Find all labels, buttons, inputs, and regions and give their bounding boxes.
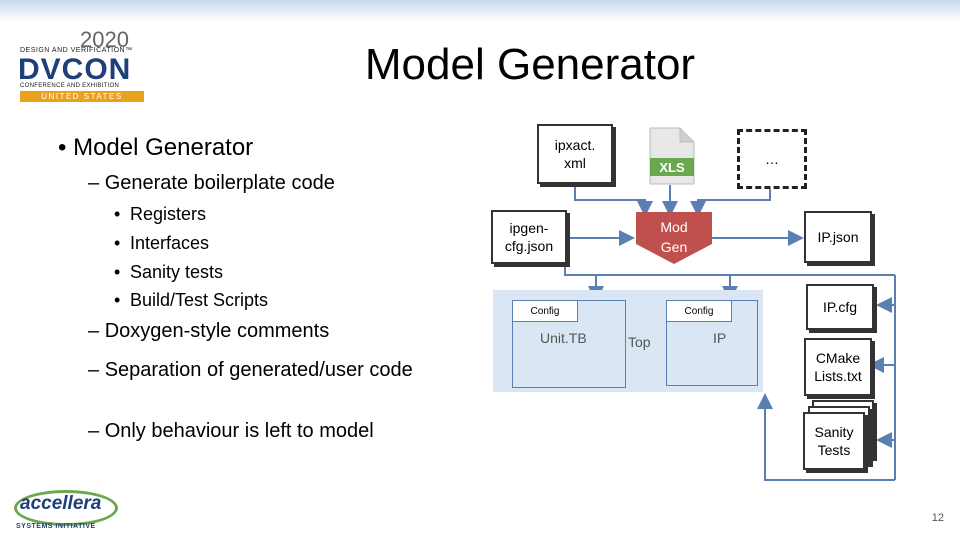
xls-label: XLS xyxy=(659,160,685,175)
unit-tb-box xyxy=(512,300,626,388)
sub-bullet-interfaces: Interfaces xyxy=(114,233,209,254)
top-gradient-bar xyxy=(0,0,960,22)
xls-file-icon: XLS xyxy=(649,127,695,185)
logo-line1: DESIGN AND VERIFICATION™ xyxy=(20,47,133,54)
logo-name: DVCON xyxy=(18,53,132,86)
arrow-to-tb xyxy=(757,393,895,481)
bullet-l2c-text: Separation of generated/user code xyxy=(104,359,413,381)
bullet-l2b-text: Doxygen-style comments xyxy=(104,320,330,342)
accellera-logo: accellera SYSTEMS INITIATIVE xyxy=(10,488,120,534)
bullet-l2d-text: Only behaviour is left to model xyxy=(104,420,374,442)
unit-tb-label: Unit.TB xyxy=(540,330,587,346)
logo-band: UNITED STATES xyxy=(20,91,144,102)
cmake-lists-doc: CMake Lists.txt xyxy=(804,338,872,396)
accellera-name: accellera xyxy=(20,493,102,514)
sub-bullet-registers: Registers xyxy=(114,204,206,225)
ip-cfg-doc: IP.cfg xyxy=(806,284,874,330)
sub-bullet-sanity: Sanity tests xyxy=(114,262,223,283)
accellera-oval xyxy=(14,490,118,526)
bullet-l2c: – Separation of generated/user code xyxy=(88,359,413,381)
modgen-label-2: Gen xyxy=(661,239,687,255)
bullet-l2a: – Generate boilerplate code xyxy=(88,172,335,194)
bullet-l2d: – Only behaviour is left to model xyxy=(88,420,374,442)
bullet-main: • Model Generator xyxy=(58,134,254,161)
ipgen-cfg-doc: ipgen- cfg.json xyxy=(491,210,567,264)
slide-title: Model Generator xyxy=(364,40,696,89)
sanity-tests-doc: Sanity Tests xyxy=(803,412,865,470)
bullet-l2a-text: Generate boilerplate code xyxy=(104,172,335,194)
ip-label: IP xyxy=(713,330,727,346)
page-number: 12 xyxy=(931,512,944,524)
modgen-label-1: Mod xyxy=(660,219,687,235)
more-sources-doc: … xyxy=(737,129,807,189)
arrow-ipxact-modgen xyxy=(574,185,653,217)
bullet-main-text: Model Generator xyxy=(73,134,254,161)
bullet-l2b: – Doxygen-style comments xyxy=(88,320,330,342)
modgen-block: Mod Gen xyxy=(636,212,712,264)
logo-line3: CONFERENCE AND EXHIBITION xyxy=(20,83,120,89)
sub-bullet-build: Build/Test Scripts xyxy=(114,290,268,311)
arrow-more-modgen xyxy=(690,188,771,217)
logo-year: 2020 xyxy=(80,27,129,52)
config-box-2: Config xyxy=(666,300,732,322)
ipxact-doc: ipxact. xml xyxy=(537,124,613,184)
ip-json-doc: IP.json xyxy=(804,211,872,263)
top-label: Top xyxy=(628,334,651,350)
accellera-tag: SYSTEMS INITIATIVE xyxy=(16,523,96,530)
dvcon-logo: 2020 DESIGN AND VERIFICATION™ DVCON CONF… xyxy=(18,27,150,103)
